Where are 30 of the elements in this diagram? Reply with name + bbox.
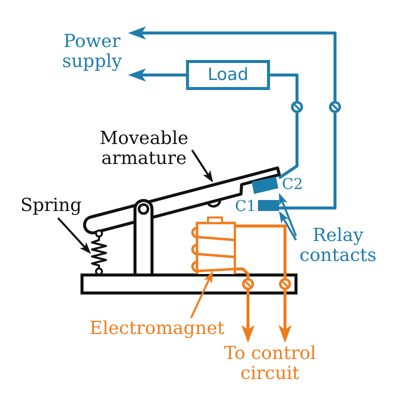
- spring-label: Spring: [16, 194, 86, 218]
- contact-label: C2: [282, 177, 304, 192]
- leader-arrow: [278, 192, 297, 236]
- relay-contact: [251, 176, 279, 195]
- leader-arrow: [190, 270, 213, 318]
- load-box: Load: [186, 60, 270, 90]
- power-supply-label: Power supply: [56, 28, 128, 76]
- screw-terminal-icon: [329, 101, 341, 113]
- wire-arrow: [278, 290, 292, 343]
- leader-arrow: [191, 149, 214, 183]
- leader-arrow: [57, 217, 91, 254]
- wire: [236, 268, 250, 278]
- relay-contact: [258, 200, 279, 211]
- relay-contacts-label: Relay contacts: [296, 226, 380, 266]
- wire-arrow: [128, 26, 336, 101]
- wire-arrow: [128, 68, 186, 82]
- spring: [91, 229, 107, 276]
- screw-terminal-icon: [279, 278, 291, 290]
- contact-label: C1: [235, 199, 256, 214]
- wire-arrow: [241, 290, 255, 343]
- leader-arrow: [278, 211, 297, 240]
- electromagnet-label: Electromagnet: [84, 318, 230, 340]
- control-circuit-label: To control circuit: [218, 343, 322, 385]
- wire: [270, 74, 298, 101]
- wire: [236, 224, 286, 278]
- screw-terminal-icon: [242, 278, 254, 290]
- screw-terminal-icon: [291, 101, 303, 113]
- wire: [278, 113, 298, 180]
- wire: [279, 113, 336, 210]
- armature-label: Moveable armature: [96, 128, 192, 170]
